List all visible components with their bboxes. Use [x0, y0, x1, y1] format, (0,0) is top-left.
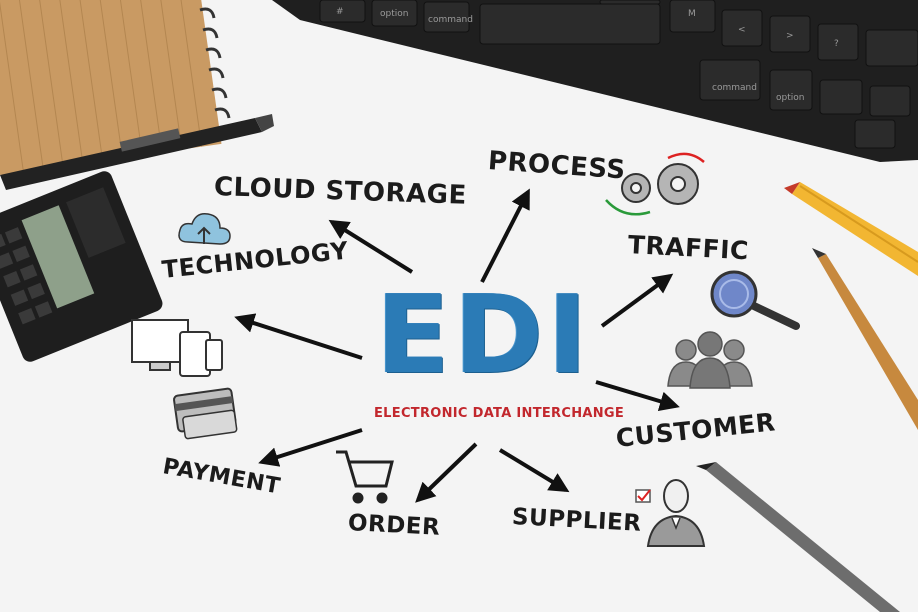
label-order: ORDER [347, 510, 441, 541]
wooden-pencil [812, 248, 918, 430]
key-label: < [738, 25, 746, 35]
gears-icon [605, 152, 705, 216]
key-label: > [786, 31, 794, 41]
shopping-cart-icon [336, 450, 394, 504]
computer-devices-icon [131, 319, 223, 377]
key-label: # [336, 7, 344, 17]
key-label: command [428, 15, 473, 25]
key-label: ? [834, 39, 839, 49]
grey-pencil [696, 462, 900, 612]
cloud-upload-icon [178, 212, 231, 245]
edi-subtitle: ELECTRONIC DATA INTERCHANGE [374, 406, 625, 421]
magnifier-icon [710, 270, 800, 330]
pen [0, 114, 274, 190]
notebook [0, 0, 231, 176]
key-label: command [712, 83, 757, 93]
calculator [0, 171, 163, 362]
people-group-icon [667, 331, 753, 389]
key-label: option [776, 93, 804, 103]
key-label: M [688, 9, 696, 19]
key-label: option [380, 9, 408, 19]
diagram-arrows [234, 188, 680, 503]
edi-title: EDI [376, 273, 592, 398]
credit-card-icon [173, 387, 238, 440]
yellow-pencil [784, 182, 918, 276]
businessman-icon [635, 479, 706, 547]
keyboard: # option command M < > ? command option [272, 0, 918, 162]
